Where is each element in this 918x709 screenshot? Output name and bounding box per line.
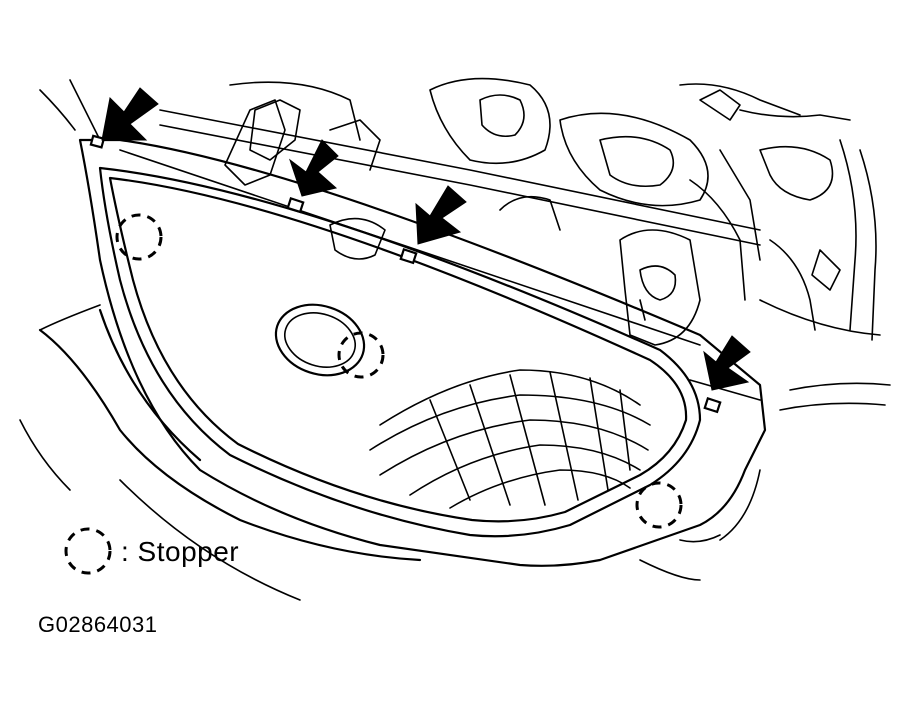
radiator-grille <box>78 138 767 567</box>
legend-symbol <box>64 527 112 575</box>
stoppers <box>115 213 683 529</box>
legend-label: : Stopper <box>121 536 240 567</box>
arrow-icon <box>289 139 339 197</box>
arrow-icon <box>415 185 467 245</box>
stopper-marker <box>337 331 385 379</box>
clip <box>286 197 305 214</box>
stopper-marker <box>635 481 683 529</box>
clip <box>703 397 722 414</box>
clip-arrows <box>101 87 751 391</box>
clips <box>89 134 722 414</box>
clip <box>89 134 106 149</box>
arrow-icon <box>703 335 751 391</box>
arrow-icon <box>101 87 159 141</box>
figure-id: G02864031 <box>38 612 158 637</box>
bumper-body <box>19 304 761 601</box>
stopper-marker <box>115 213 163 261</box>
dashed-circle-icon <box>64 527 112 575</box>
clip <box>399 248 418 265</box>
grille-mesh <box>369 369 651 509</box>
engine-bay-background <box>39 77 891 411</box>
